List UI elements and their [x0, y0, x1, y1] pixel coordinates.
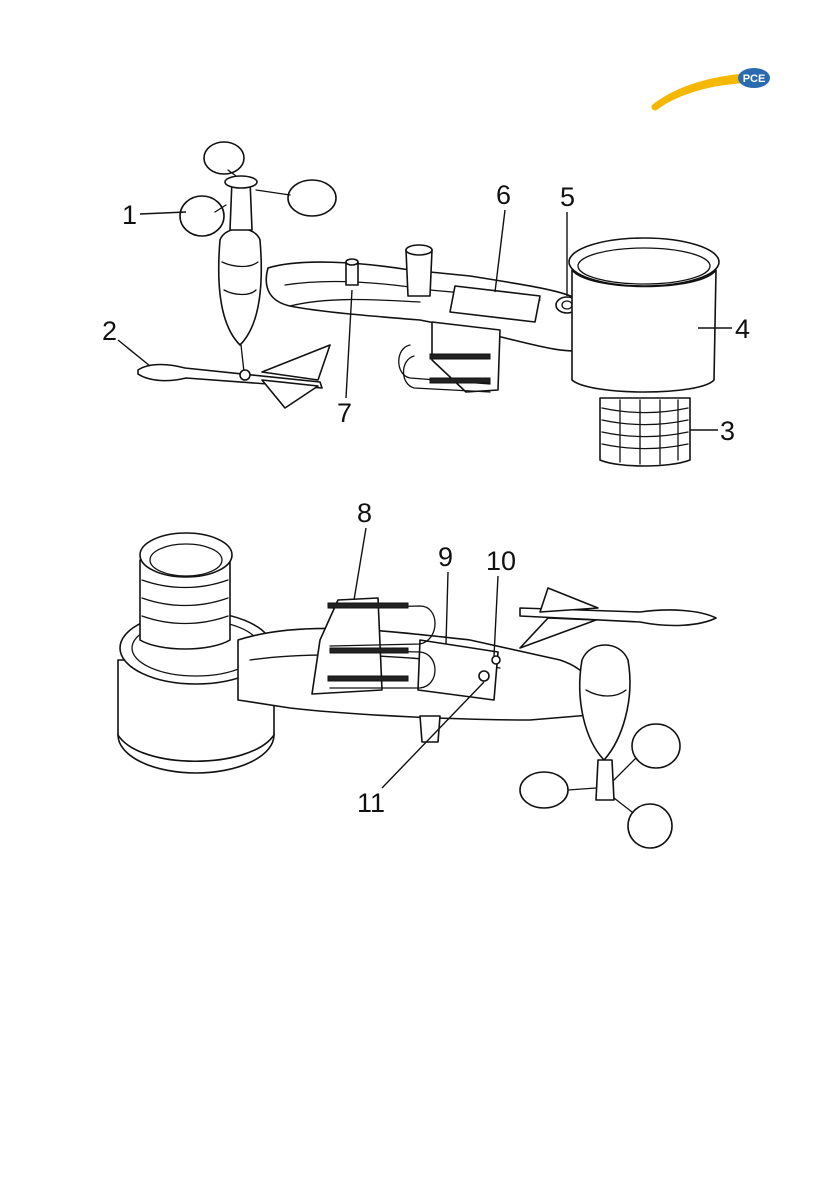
sensor-arm-bottom	[238, 628, 594, 720]
pce-logo: PCE	[655, 68, 770, 107]
cup-c	[628, 804, 672, 848]
cup-top	[204, 142, 244, 174]
callout-4: 4	[735, 314, 750, 344]
callout-9: 9	[438, 542, 453, 572]
top-station-view	[138, 142, 719, 466]
rain-gauge-body	[572, 270, 716, 392]
callout-10: 10	[486, 546, 516, 576]
callout-5: 5	[560, 182, 575, 212]
anemometer	[180, 142, 336, 372]
cup-right	[288, 180, 336, 216]
callout-2: 2	[102, 316, 117, 346]
logo-text: PCE	[743, 73, 766, 85]
cup-a	[520, 772, 568, 808]
bottom-station-view	[118, 533, 716, 848]
callout-6: 6	[496, 180, 511, 210]
callout-11: 11	[357, 788, 385, 818]
reset-button	[492, 656, 500, 664]
callout-8: 8	[357, 498, 372, 528]
callout-7: 7	[337, 398, 352, 428]
radiation-shield-bottom	[140, 533, 232, 649]
cup-b	[632, 724, 680, 768]
rain-gauge-funnel	[569, 238, 719, 286]
cup-left	[180, 196, 224, 236]
radiation-shield	[600, 398, 690, 466]
wind-vane-bottom	[520, 588, 716, 648]
antenna-cap	[406, 250, 432, 296]
callout-1: 1	[122, 200, 137, 230]
wind-vane	[138, 345, 330, 408]
callout-3: 3	[720, 416, 735, 446]
